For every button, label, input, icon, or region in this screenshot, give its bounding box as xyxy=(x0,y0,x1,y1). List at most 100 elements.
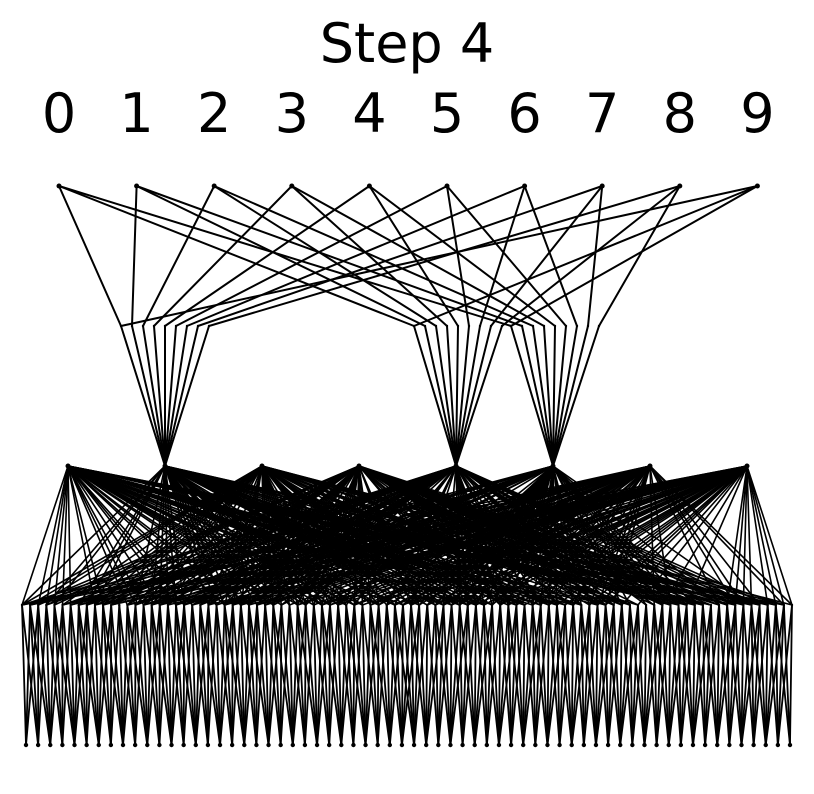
edge-hidden3-output xyxy=(69,604,88,746)
edge-hidden3-output xyxy=(223,604,246,746)
edge-hidden2-hidden3 xyxy=(685,465,748,606)
edge-hidden3-output xyxy=(219,604,226,746)
edge-hidden3-output xyxy=(158,604,173,746)
edge-hidden2-hidden3 xyxy=(746,465,793,606)
output-node xyxy=(605,742,611,748)
hidden3-node xyxy=(734,603,737,607)
hidden3-node xyxy=(782,603,786,607)
edge-input-hidden1 xyxy=(368,185,459,327)
diagram-title: Step 4 xyxy=(319,12,495,75)
input-node xyxy=(522,183,528,189)
edge-hidden3-output xyxy=(243,604,258,746)
edge-input-hidden1 xyxy=(197,185,604,327)
edge-hidden3-output xyxy=(53,604,64,746)
edge-hidden1-hidden2 xyxy=(552,325,556,467)
edge-hidden3-output xyxy=(126,604,149,746)
edge-hidden3-output xyxy=(264,604,282,746)
edge-hidden3-output xyxy=(580,604,597,746)
hidden3-node xyxy=(369,603,372,607)
output-node xyxy=(472,742,477,748)
hidden3-node xyxy=(401,603,405,607)
edge-hidden1-hidden2 xyxy=(435,325,457,467)
edge-hidden3-output xyxy=(507,604,512,746)
edge-hidden3-output xyxy=(716,604,720,746)
edge-hidden3-output xyxy=(85,604,96,746)
edge-hidden3-output xyxy=(669,604,682,746)
edge-hidden2-hidden3 xyxy=(86,465,360,606)
hidden3-node xyxy=(166,603,170,607)
edge-hidden3-output xyxy=(97,604,104,746)
edge-hidden3-output xyxy=(716,604,737,746)
edge-hidden3-output xyxy=(692,604,704,746)
input-label-1: 1 xyxy=(119,82,153,145)
output-node xyxy=(715,742,720,748)
edge-hidden2-hidden3 xyxy=(726,465,748,606)
hidden1-node xyxy=(520,324,524,328)
output-node xyxy=(290,742,295,748)
edge-hidden3-output xyxy=(146,604,153,746)
hidden3-node xyxy=(523,603,526,607)
edge-hidden1-hidden2 xyxy=(455,325,459,467)
hidden2-node xyxy=(453,463,459,469)
output-node xyxy=(351,742,356,748)
edge-hidden3-output xyxy=(288,604,306,746)
hidden3-node xyxy=(507,603,510,607)
edge-hidden3-output xyxy=(194,604,202,746)
edge-hidden3-output xyxy=(393,604,415,746)
edge-hidden3-output xyxy=(692,604,712,746)
edge-hidden3-output xyxy=(539,604,549,746)
output-node xyxy=(678,742,684,748)
edge-hidden3-output xyxy=(77,604,100,746)
edge-hidden3-output xyxy=(595,604,607,746)
edge-hidden3-output xyxy=(764,604,785,746)
hidden3-node xyxy=(45,603,48,607)
edge-hidden3-output xyxy=(376,604,380,746)
hidden3-node xyxy=(353,603,356,607)
edge-hidden3-output xyxy=(248,604,258,746)
edge-hidden3-output xyxy=(534,604,542,746)
hidden3-node xyxy=(28,603,32,607)
edge-hidden2-hidden3 xyxy=(442,465,651,606)
hidden3-node xyxy=(434,603,437,607)
hidden3-node xyxy=(101,603,105,607)
output-node xyxy=(533,742,538,748)
edge-hidden3-output xyxy=(758,604,767,746)
edge-hidden3-output xyxy=(628,604,634,746)
hidden3-node xyxy=(142,603,145,607)
edge-hidden3-output xyxy=(345,604,367,746)
edge-hidden1-hidden2 xyxy=(164,325,177,467)
edge-hidden3-output xyxy=(304,604,307,746)
edge-hidden3-output xyxy=(764,604,769,746)
edge-hidden2-hidden3 xyxy=(746,465,753,606)
hidden3-node xyxy=(126,603,129,607)
output-node xyxy=(727,742,732,748)
edge-hidden3-output xyxy=(701,604,719,746)
edge-hidden3-output xyxy=(789,604,793,746)
hidden3-node xyxy=(361,603,364,607)
hidden2-node xyxy=(647,463,653,469)
hidden3-node xyxy=(239,603,243,607)
edge-hidden3-output xyxy=(97,604,113,746)
edge-hidden3-output xyxy=(645,604,658,746)
edge-hidden3-output xyxy=(393,604,403,746)
edge-hidden3-output xyxy=(491,604,500,746)
edge-hidden1-hidden2 xyxy=(552,325,600,467)
edge-hidden2-hidden3 xyxy=(21,465,651,606)
output-node xyxy=(181,742,186,748)
edge-hidden3-output xyxy=(510,604,518,746)
edge-hidden3-output xyxy=(142,604,161,746)
output-node xyxy=(593,742,599,748)
output-node xyxy=(581,742,587,748)
edge-hidden3-output xyxy=(653,604,658,746)
edge-input-hidden1 xyxy=(598,185,681,327)
edge-hidden3-output xyxy=(231,604,246,746)
edge-hidden2-hidden3 xyxy=(337,465,748,606)
edge-hidden3-output xyxy=(752,604,761,746)
edge-hidden3-output xyxy=(199,604,221,746)
hidden3-node xyxy=(750,603,753,607)
edge-hidden2-hidden3 xyxy=(746,465,785,606)
edge-hidden2-hidden3 xyxy=(53,465,360,606)
edge-hidden3-output xyxy=(776,604,785,746)
edge-hidden2-hidden3 xyxy=(296,465,651,606)
